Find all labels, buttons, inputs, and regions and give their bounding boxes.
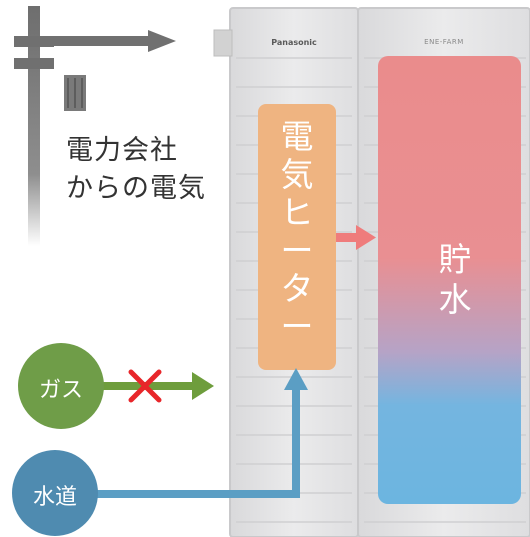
tank-label-char: 貯 <box>438 240 472 279</box>
heat-transfer-arrow <box>336 225 376 250</box>
electricity-label: 電力会社 からの電気 <box>66 135 206 204</box>
electric-heater-box <box>258 104 336 370</box>
heater-label-char: 電 <box>280 117 314 156</box>
tank-label-char: 水 <box>438 280 472 319</box>
heater-label-char: ー <box>280 231 314 270</box>
left-brand-logo: Panasonic <box>271 38 317 47</box>
gas-circle <box>18 343 104 429</box>
pipe-fitting <box>213 29 233 57</box>
right-brand-logo: ENE-FARM <box>424 38 464 46</box>
heater-label-char: ー <box>280 307 314 346</box>
heater-label-char: ヒ <box>280 193 314 232</box>
not-used-cross-icon <box>128 369 162 403</box>
heater-label-char: 気 <box>280 155 314 194</box>
tank-label: 貯 水 <box>410 240 500 320</box>
heater-label-char: タ <box>280 269 314 308</box>
storage-tank <box>378 56 521 504</box>
water-label: 水道 <box>32 485 77 510</box>
utility-pole <box>14 6 176 246</box>
water-supply-arrow <box>90 368 308 498</box>
gas-label: ガス <box>38 378 83 403</box>
heater-label: 電 気 ヒ ー タ ー <box>258 118 336 346</box>
water-circle <box>12 450 98 536</box>
